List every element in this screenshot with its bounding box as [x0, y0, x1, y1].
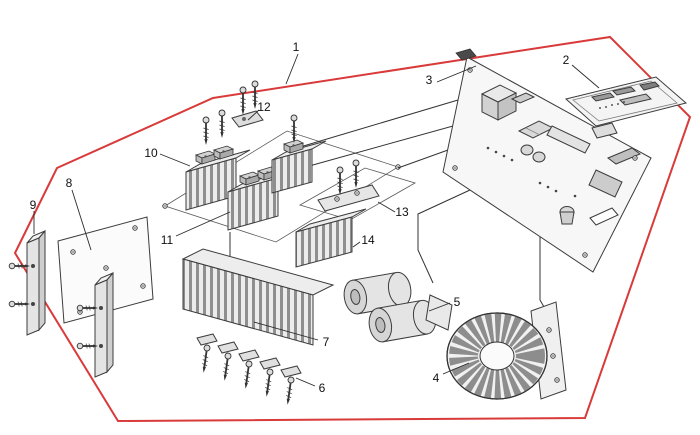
- callout-2-label: 2: [563, 53, 570, 67]
- callout-6-label: 6: [319, 381, 326, 395]
- relay-side: [497, 92, 517, 121]
- callout-12-leader: [247, 109, 260, 121]
- callout-9-label: 9: [30, 198, 37, 212]
- callout-3-label: 3: [426, 73, 433, 87]
- callout-11-leader: [175, 211, 231, 237]
- callout-8-label: 8: [66, 176, 73, 190]
- part-8-side-panel: [57, 216, 154, 324]
- part-4-toroid-inductor: [446, 301, 567, 400]
- part-13-terminal-plate: [317, 159, 380, 212]
- mounting-plate-wireframe: [162, 130, 417, 243]
- callout-7-leader: [253, 321, 319, 341]
- callout-14-label: 14: [361, 233, 375, 247]
- callout-14-leader: [352, 241, 361, 248]
- callout-5-label: 5: [454, 295, 461, 309]
- part-3-control-board: [442, 48, 652, 273]
- part-6-clamp-brackets: [196, 333, 302, 407]
- part-10-igbt-module: [185, 109, 251, 211]
- callout-11-label: 11: [161, 233, 174, 247]
- callout-13-label: 13: [395, 205, 409, 219]
- callout-13-leader: [377, 201, 396, 213]
- part-11-igbt-module: [227, 166, 293, 231]
- callout-10-label: 10: [144, 146, 158, 160]
- wiring-harness: [229, 99, 549, 315]
- callout-8-leader: [71, 189, 92, 251]
- part-7-heatsink: [181, 248, 335, 346]
- callout-12-label: 12: [257, 100, 271, 114]
- part-14-heatsink: [295, 208, 367, 268]
- enclosure-outline: [13, 35, 692, 423]
- callout-4-label: 4: [433, 371, 440, 385]
- part-12-bracket: [231, 80, 264, 128]
- part-2-display-pcb: [564, 76, 688, 139]
- part-diode-module: [271, 114, 327, 194]
- callout-3-leader: [436, 65, 477, 83]
- callout-7-label: 7: [323, 335, 330, 349]
- callout-1-leader: [285, 53, 299, 85]
- toroid-winding: [449, 313, 545, 399]
- part-9-corner-posts: [8, 229, 114, 378]
- callout-2-leader: [571, 64, 600, 89]
- callout-1-label: 1: [293, 40, 300, 54]
- part-5-capacitors: [343, 271, 453, 343]
- callout-5-leader: [428, 302, 451, 312]
- callout-10-leader: [159, 153, 191, 167]
- callout-6-leader: [295, 377, 316, 387]
- callout-4-leader: [442, 362, 470, 375]
